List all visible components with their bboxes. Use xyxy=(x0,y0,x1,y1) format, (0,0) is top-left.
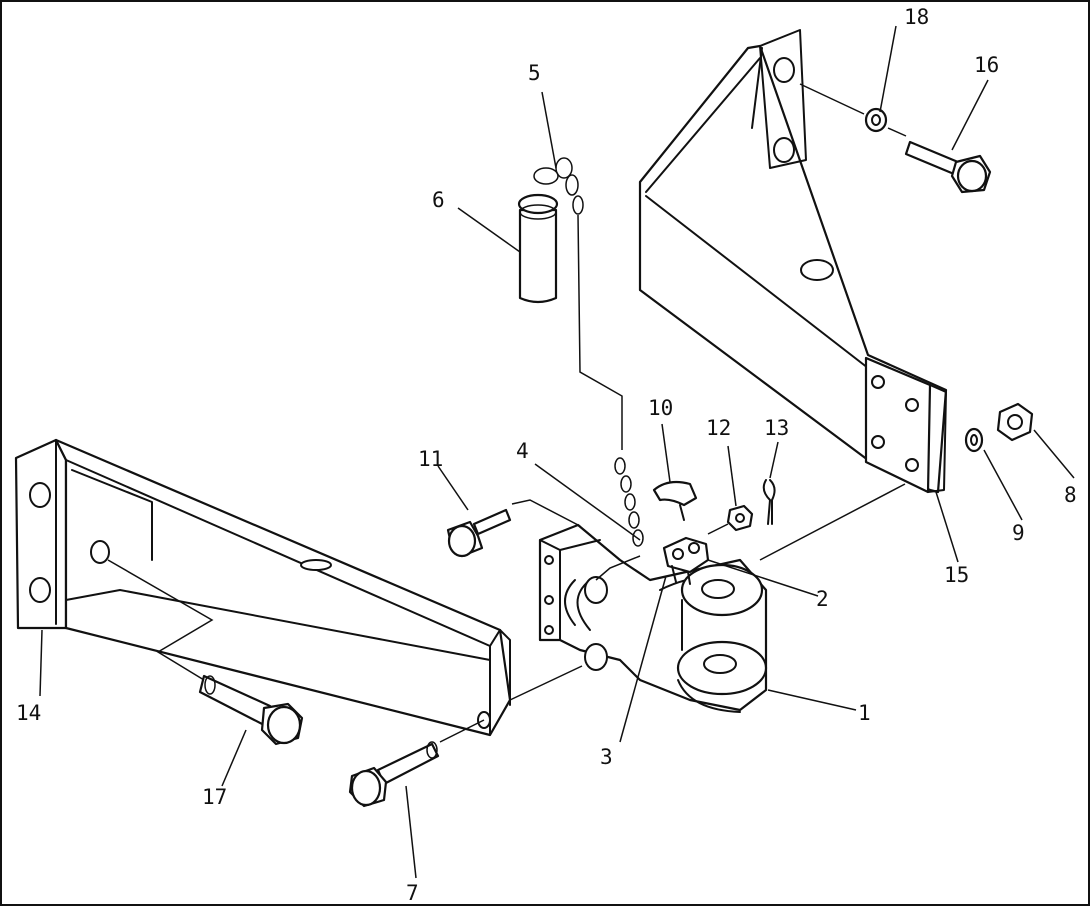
bolt-17 xyxy=(198,674,304,746)
part-label-6: 6 xyxy=(432,188,445,212)
part-label-11: 11 xyxy=(418,447,443,471)
drawbar-hitch xyxy=(538,523,768,713)
part-label-2: 2 xyxy=(816,587,829,611)
hitch-pin xyxy=(517,193,559,304)
part-label-14: 14 xyxy=(16,701,41,725)
part-label-18: 18 xyxy=(904,5,929,29)
lock-plate xyxy=(652,480,698,521)
part-label-17: 17 xyxy=(202,785,227,809)
part-label-3: 3 xyxy=(600,745,613,769)
part-label-4: 4 xyxy=(516,439,529,463)
part-label-8: 8 xyxy=(1064,483,1077,507)
leader-lines xyxy=(39,25,1075,879)
part-label-10: 10 xyxy=(648,396,673,420)
part-label-15: 15 xyxy=(944,563,969,587)
left-bracket xyxy=(14,438,512,737)
assembly-lines xyxy=(107,83,907,743)
part-label-9: 9 xyxy=(1012,521,1025,545)
bolt-16 xyxy=(904,140,992,194)
chain xyxy=(533,157,644,547)
right-bracket xyxy=(638,29,948,494)
part-label-16: 16 xyxy=(974,53,999,77)
part-label-12: 12 xyxy=(706,416,731,440)
part-label-1: 1 xyxy=(858,701,871,725)
cotter-pin xyxy=(762,479,776,525)
part-label-13: 13 xyxy=(764,416,789,440)
part-label-7: 7 xyxy=(406,881,419,905)
nut-8 xyxy=(996,402,1034,442)
bolt-7 xyxy=(348,741,440,808)
washer-18 xyxy=(864,107,888,133)
nut-12 xyxy=(726,504,754,532)
bolt-11 xyxy=(446,508,512,558)
washer-9 xyxy=(964,427,984,453)
part-label-5: 5 xyxy=(528,61,541,85)
